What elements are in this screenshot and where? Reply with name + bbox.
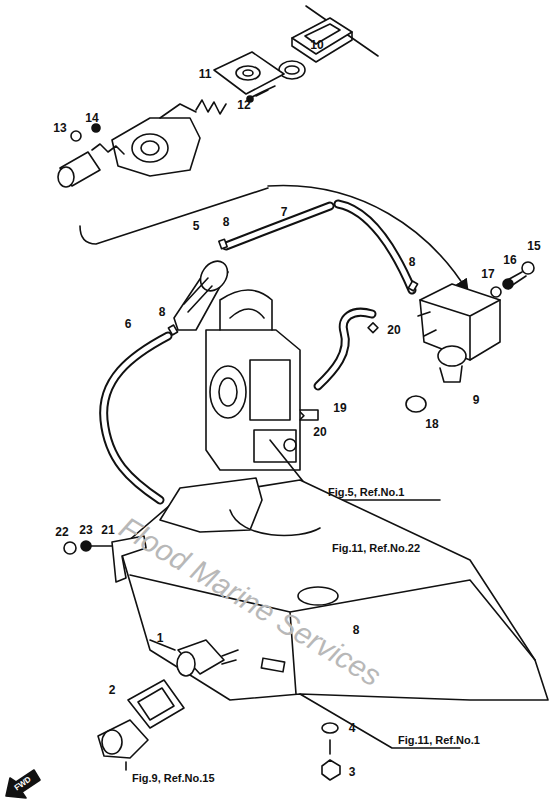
callout-number: 20	[386, 323, 401, 337]
arrow-line	[268, 186, 468, 292]
callout-number: 2	[108, 683, 117, 697]
fwd-arrow	[6, 770, 40, 798]
callout-number: 22	[54, 525, 69, 539]
callout-number: 6	[124, 317, 133, 331]
bracket-line	[80, 188, 268, 244]
pump-body	[112, 104, 200, 176]
gasket	[128, 680, 184, 728]
washer	[92, 124, 100, 132]
washer	[322, 723, 338, 733]
callout-number: 8	[158, 305, 167, 319]
callout-number: 5	[192, 219, 201, 233]
callout-number: 13	[52, 121, 67, 135]
bolt-shank	[329, 740, 331, 754]
callout-number: 3	[348, 765, 357, 779]
callout-number: 17	[480, 267, 495, 281]
callout-number: 23	[78, 523, 93, 537]
bolt	[71, 131, 81, 141]
pump-plunger	[58, 152, 100, 187]
callout-number: 21	[100, 523, 115, 537]
reference-label: Fig.11, Ref.No.22	[330, 542, 422, 555]
callout-number: 16	[502, 253, 517, 267]
callout-number: 15	[526, 239, 541, 253]
carburetor	[206, 290, 318, 470]
callout-number: 9	[472, 393, 481, 407]
callout-number: 11	[198, 67, 213, 81]
reference-label: Fig.11, Ref.No.1	[396, 734, 482, 747]
callout-number: 8	[408, 255, 417, 269]
callout-number: 14	[84, 111, 99, 125]
pump-ring	[285, 66, 299, 74]
reference-label: Fig.5, Ref.No.1	[326, 486, 406, 499]
bolt-set	[491, 262, 534, 297]
pump-cover	[292, 18, 352, 62]
reference-label: Fig.9, Ref.No.15	[130, 772, 217, 785]
callout-number: 19	[332, 401, 347, 415]
callout-number: 4	[348, 721, 357, 735]
callout-number: 20	[312, 425, 327, 439]
fuel-pump	[418, 284, 500, 382]
diaphragm-plate	[214, 52, 284, 94]
fuel-connector	[150, 640, 238, 676]
callout-number: 10	[309, 38, 324, 52]
callout-number: 7	[280, 205, 289, 219]
bolt	[322, 760, 340, 780]
pump-ring	[279, 61, 305, 79]
callout-number: 1	[156, 631, 165, 645]
spring	[196, 100, 226, 114]
callout-number: 18	[424, 417, 439, 431]
spring	[92, 144, 124, 154]
leader-line	[125, 762, 127, 770]
connector-cap	[98, 720, 148, 758]
callout-number: 12	[236, 98, 251, 112]
o-ring	[406, 396, 426, 412]
callout-number: 8	[352, 623, 361, 637]
callout-number: 8	[222, 215, 231, 229]
fuel-filter	[174, 256, 233, 330]
